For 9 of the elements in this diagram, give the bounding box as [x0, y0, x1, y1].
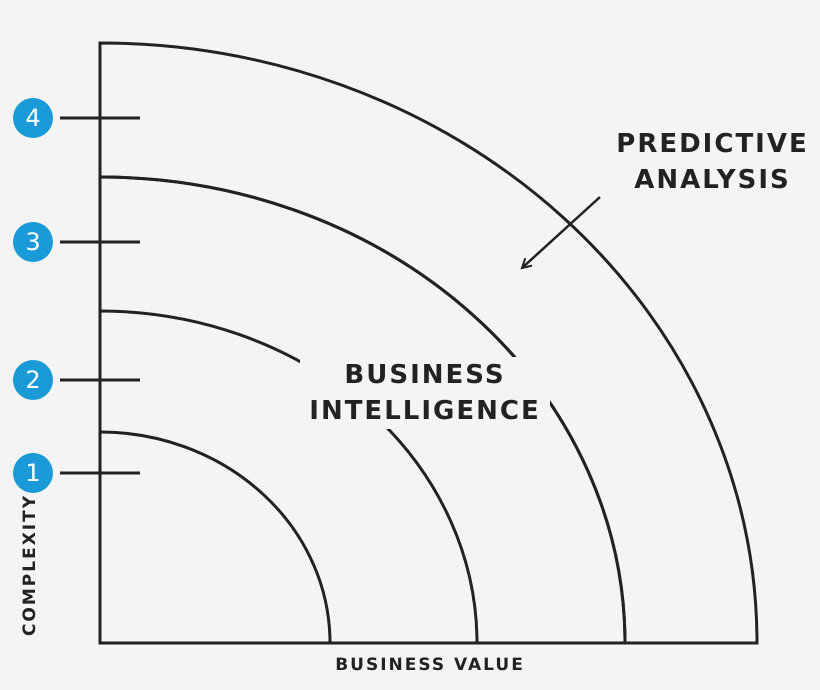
callout-number: 4	[13, 98, 53, 138]
arrow	[521, 196, 601, 269]
callout-number: 3	[13, 222, 53, 262]
region-label: BUSINESS INTELLIGENCE	[300, 357, 550, 429]
callout-number: 2	[13, 360, 53, 400]
axis-label: BUSINESS VALUE	[334, 654, 526, 676]
callout-number: 1	[13, 453, 53, 493]
region-label: PREDICTIVE ANALYSIS	[600, 126, 820, 198]
axis-label: COMPLEXITY	[20, 492, 40, 638]
